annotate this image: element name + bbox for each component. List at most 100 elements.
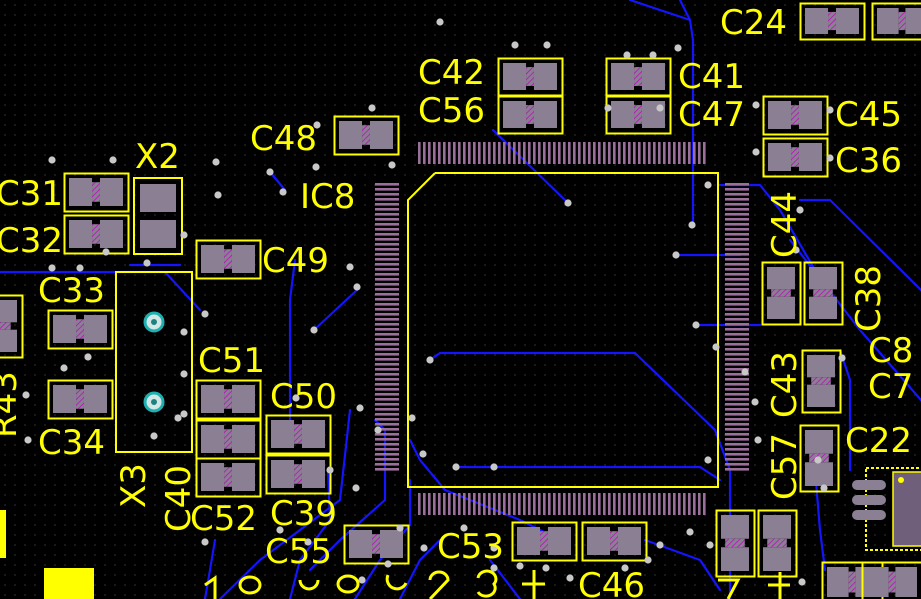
via[interactable] — [419, 450, 427, 458]
via[interactable] — [704, 456, 712, 464]
via[interactable] — [754, 436, 762, 444]
via[interactable] — [374, 426, 382, 434]
component-c45[interactable] — [762, 95, 829, 136]
via[interactable] — [706, 541, 714, 549]
component-c49[interactable] — [195, 239, 262, 280]
component-c24[interactable] — [799, 2, 866, 41]
label-c39[interactable]: C39 — [270, 494, 337, 534]
component-c34[interactable] — [47, 379, 114, 420]
label-c49[interactable]: C49 — [262, 241, 329, 281]
via[interactable] — [826, 106, 834, 114]
ic8-outline[interactable] — [407, 172, 719, 488]
via[interactable] — [76, 264, 84, 272]
label-c38[interactable]: C38 — [849, 265, 889, 332]
via[interactable] — [388, 161, 396, 169]
component-c57-b[interactable] — [757, 509, 798, 578]
component-c33[interactable] — [47, 309, 114, 350]
via[interactable] — [180, 328, 188, 336]
via[interactable] — [143, 259, 151, 267]
component-c57-a[interactable] — [715, 509, 756, 578]
component-c41[interactable] — [605, 57, 672, 97]
label-c43[interactable]: C43 — [765, 351, 805, 418]
via[interactable] — [48, 264, 56, 272]
label-c45[interactable]: C45 — [835, 95, 902, 135]
component-c31[interactable] — [63, 172, 130, 213]
component-r43[interactable] — [0, 294, 24, 359]
via[interactable] — [752, 148, 760, 156]
label-c46[interactable]: C46 — [578, 566, 645, 599]
component-c50[interactable] — [265, 414, 332, 455]
via[interactable] — [566, 574, 574, 582]
via[interactable] — [490, 544, 498, 552]
via[interactable] — [564, 199, 572, 207]
via[interactable] — [212, 158, 220, 166]
via[interactable] — [796, 206, 804, 214]
via[interactable] — [712, 343, 720, 351]
label-c52[interactable]: C52 — [190, 499, 257, 539]
via[interactable] — [656, 541, 664, 549]
component-c47[interactable] — [605, 95, 672, 135]
component-c42[interactable] — [497, 57, 564, 97]
component-c46[interactable] — [581, 521, 648, 562]
label-c55[interactable]: C55 — [265, 532, 332, 572]
via[interactable] — [490, 463, 498, 471]
via[interactable] — [396, 524, 404, 532]
component-c40[interactable] — [195, 419, 262, 460]
via[interactable] — [292, 394, 300, 402]
via[interactable] — [644, 556, 652, 564]
component-c53[interactable] — [511, 521, 578, 562]
label-c7[interactable]: C7 — [868, 367, 913, 407]
via[interactable] — [436, 18, 444, 26]
component-c56[interactable] — [497, 95, 564, 135]
label-c8[interactable]: C8 — [868, 331, 913, 371]
via[interactable] — [792, 246, 800, 254]
via[interactable] — [201, 310, 209, 318]
label-c42[interactable]: C42 — [418, 53, 485, 93]
via[interactable] — [752, 101, 760, 109]
via[interactable] — [543, 41, 551, 49]
via[interactable] — [604, 104, 612, 112]
component-c55[interactable] — [343, 524, 410, 565]
via[interactable] — [686, 528, 694, 536]
component-c32[interactable] — [63, 214, 130, 255]
component-x2[interactable] — [133, 177, 183, 255]
via[interactable] — [356, 404, 364, 412]
via[interactable] — [150, 432, 158, 440]
via[interactable] — [48, 156, 56, 164]
via[interactable] — [820, 484, 828, 492]
label-c48[interactable]: C48 — [250, 119, 317, 159]
via[interactable] — [102, 248, 110, 256]
label-c22[interactable]: C22 — [845, 421, 912, 461]
via[interactable] — [22, 391, 30, 399]
label-c44[interactable]: C44 — [765, 191, 805, 258]
component-partial-top-right[interactable] — [871, 2, 921, 41]
component-bottom-right-b[interactable] — [861, 561, 921, 599]
via[interactable] — [814, 456, 822, 464]
component-c48[interactable] — [333, 115, 400, 156]
via[interactable] — [214, 191, 222, 199]
via[interactable] — [490, 564, 498, 572]
via[interactable] — [420, 544, 428, 552]
via[interactable] — [688, 221, 696, 229]
via[interactable] — [621, 564, 629, 572]
via[interactable] — [304, 538, 312, 546]
label-ic8[interactable]: IC8 — [300, 177, 355, 217]
via[interactable] — [346, 263, 354, 271]
label-c31[interactable]: C31 — [0, 174, 63, 214]
via[interactable] — [180, 410, 188, 418]
via[interactable] — [24, 436, 32, 444]
via[interactable] — [384, 560, 392, 568]
via[interactable] — [542, 564, 550, 572]
via[interactable] — [352, 484, 360, 492]
via[interactable] — [84, 353, 92, 361]
label-c50[interactable]: C50 — [270, 377, 337, 417]
label-c24[interactable]: C24 — [720, 3, 787, 43]
via[interactable] — [511, 41, 519, 49]
via[interactable] — [798, 578, 806, 586]
label-c36[interactable]: C36 — [835, 141, 902, 181]
component-c51[interactable] — [195, 379, 262, 420]
via-layer[interactable] — [22, 18, 846, 586]
via[interactable] — [408, 414, 416, 422]
via[interactable] — [692, 321, 700, 329]
